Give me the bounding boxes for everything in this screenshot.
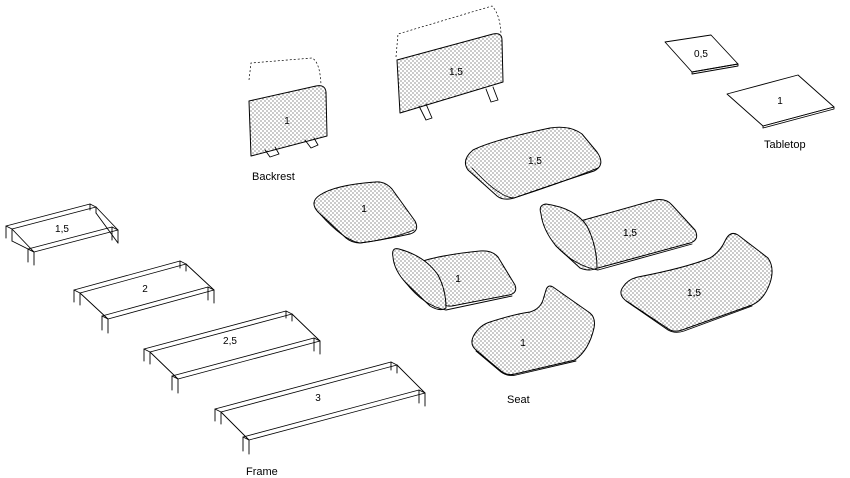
backrest-size-label: 1 xyxy=(284,116,290,127)
seat-flat-1-5: 1,5 xyxy=(464,126,602,200)
frame-size-label: 1,5 xyxy=(55,224,69,235)
backrest-1: 1 xyxy=(248,57,328,158)
seat-flat-1: 1 xyxy=(313,181,418,244)
frame-2: 2 xyxy=(73,260,215,334)
frame-size-label: 2 xyxy=(142,284,148,295)
tabletop-size-label: 0,5 xyxy=(694,49,708,60)
backrest-caption: Backrest xyxy=(252,171,295,183)
frame-size-label: 3 xyxy=(315,393,321,404)
frame-size-label: 2,5 xyxy=(223,336,237,347)
seat-caption: Seat xyxy=(507,394,530,406)
seat-size-label: 1,5 xyxy=(623,228,637,239)
tabletop-caption: Tabletop xyxy=(764,139,806,151)
seat-arm-1: 1 xyxy=(392,248,517,311)
seat-size-label: 1 xyxy=(520,338,526,349)
tabletop-1: 1 xyxy=(726,74,835,129)
tabletop-0-5: 0,5 xyxy=(664,34,739,75)
seat-arm-1-5: 1,5 xyxy=(539,199,698,271)
seat-size-label: 1,5 xyxy=(528,156,542,167)
backrest-size-label: 1,5 xyxy=(449,67,463,78)
frame-4: 3 xyxy=(214,361,426,455)
seat-chaise-1: 1 xyxy=(471,285,595,377)
seat-chaise-1-5: 1,5 xyxy=(620,233,773,333)
seat-size-label: 1,5 xyxy=(687,288,701,299)
tabletop-size-label: 1 xyxy=(777,96,783,107)
seat-size-label: 1 xyxy=(361,204,367,215)
frame-1-5: 1,5 xyxy=(5,203,119,266)
backrest-1-5: 1,5 xyxy=(395,5,504,121)
frame-caption: Frame xyxy=(246,466,278,478)
frame-3-5: 2,5 xyxy=(143,310,321,394)
seat-size-label: 1 xyxy=(455,274,461,285)
